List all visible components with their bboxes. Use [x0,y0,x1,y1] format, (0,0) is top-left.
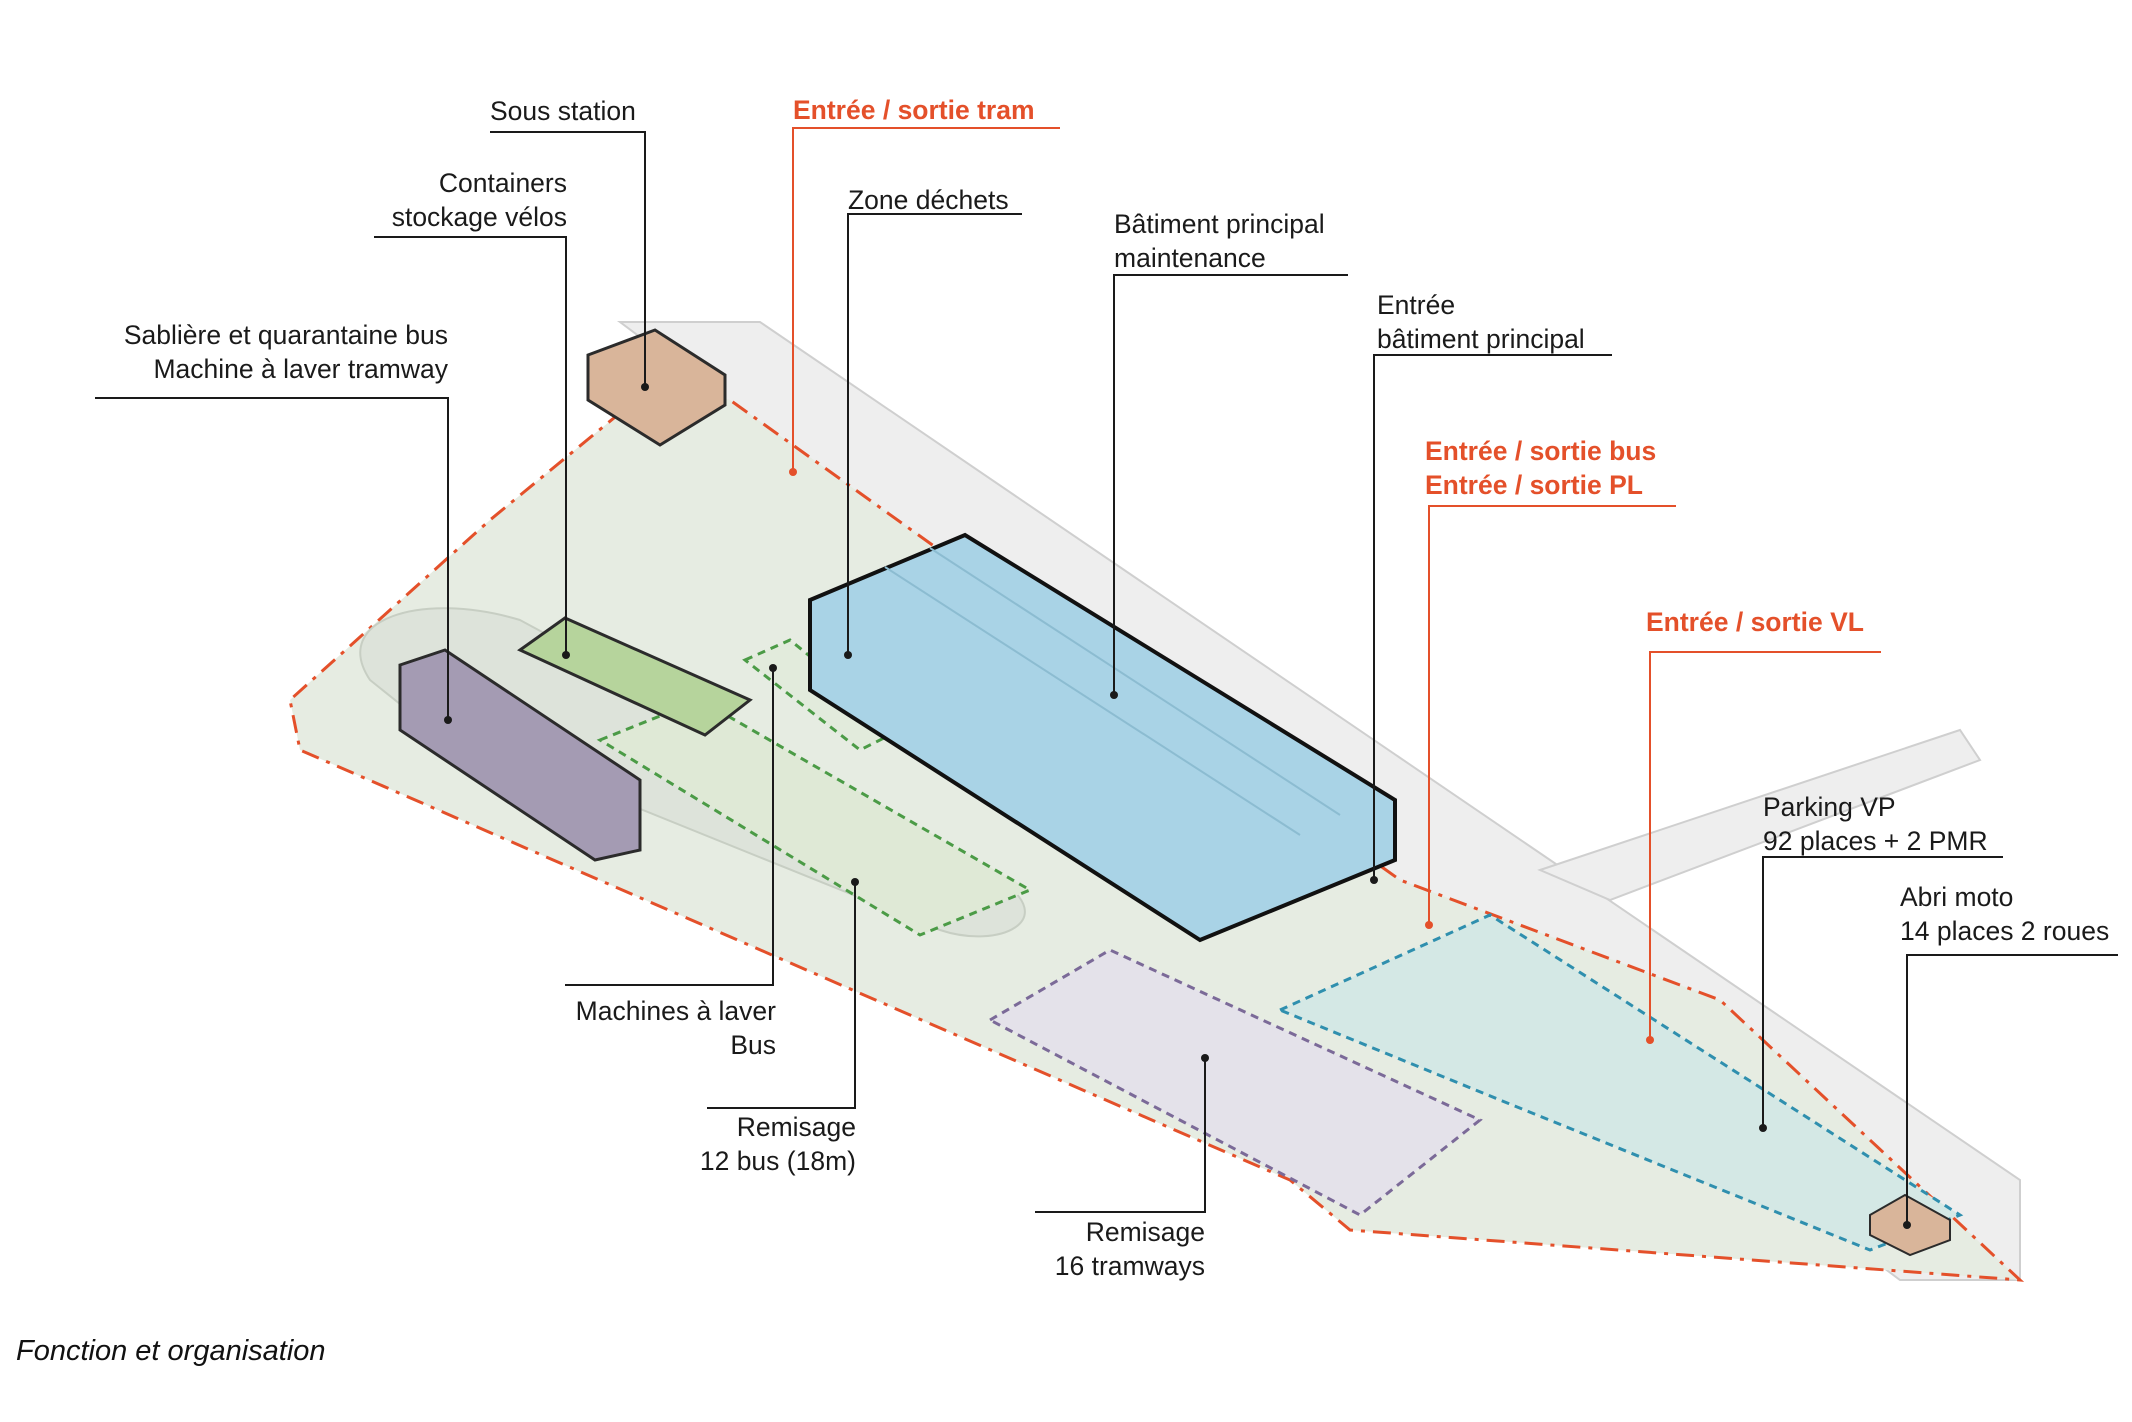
label-remisage-bus-line-1: Remisage [736,1112,856,1142]
leader-lines [95,131,2118,1225]
label-remisage-bus-line-2: 12 bus (18m) [699,1146,856,1176]
sand-quarantine-building [398,648,642,862]
dot-parking [1759,1124,1767,1132]
dot-entree-batiment [1370,876,1378,884]
leader-machines [565,668,774,986]
dot-remisage-tram [1201,1054,1209,1062]
dot-machines [769,664,777,672]
label-entree-batiment-line-2: bâtiment principal [1377,324,1585,354]
label-entree-batiment-line-1: Entrée [1377,290,1456,320]
dot-entree-bus [1425,921,1433,929]
access-leader-lines [792,127,1881,1040]
main-building-roof-ridge [884,566,1301,836]
dot-batiment [1110,691,1118,699]
leader-entree-tram [792,127,1060,472]
label-batiment-line-2: maintenance [1114,243,1266,273]
label-sous-station: Sous station [490,94,636,128]
label-abri-line-2: 14 places 2 roues [1900,916,2110,946]
figure-caption: Fonction et organisation [16,1335,326,1367]
label-abri-moto: Abri moto 14 places 2 roues [1900,880,2109,948]
label-sabliere-line-1: Sablière et quarantaine bus [123,320,448,350]
label-sabliere-line-2: Machine à laver tramway [153,354,448,384]
dot-sabliere [444,716,452,724]
label-entree-vl: Entrée / sortie VL [1646,605,1864,639]
leader-entree-vl [1649,651,1881,1040]
leader-sous-station [490,131,646,387]
label-entree-tram-line: Entrée / sortie tram [793,95,1035,125]
leader-containers [374,236,567,655]
label-abri-line-1: Abri moto [1900,882,2014,912]
label-remisage-tram: Remisage 16 tramways [1055,1215,1205,1283]
label-containers: Containers stockage vélos [392,166,567,234]
dot-remisage-bus [851,878,859,886]
leader-entree-bus [1428,505,1676,925]
bike-containers-building [517,616,753,737]
label-remisage-bus: Remisage 12 bus (18m) [700,1110,856,1178]
tram-depot-area [986,948,1483,1217]
label-entree-batiment: Entrée bâtiment principal [1377,288,1585,356]
label-entree-vl-line: Entrée / sortie VL [1646,607,1864,637]
label-remisage-tram-line-1: Remisage [1085,1217,1205,1247]
label-entree-bus-line-2: Entrée / sortie PL [1425,470,1643,500]
leader-remisage-tram [1035,1058,1206,1213]
label-parking: Parking VP 92 places + 2 PMR [1763,790,1988,858]
leader-abri [1906,954,2118,1225]
access-dots [789,468,1654,1044]
leader-batiment [1113,274,1348,695]
label-entree-bus: Entrée / sortie bus Entrée / sortie PL [1425,434,1656,502]
label-batiment-line-1: Bâtiment principal [1114,209,1325,239]
dot-sous-station [641,383,649,391]
main-building-roof-ridge [929,547,1341,816]
dot-abri [1903,1221,1911,1229]
dot-zone-dechets [844,651,852,659]
leader-sabliere [95,397,449,720]
label-parking-line-1: Parking VP [1763,792,1896,822]
parking-area [1276,913,1964,1252]
label-machines-line-1: Machines à laver [575,996,776,1026]
label-entree-tram: Entrée / sortie tram [793,93,1035,127]
label-containers-line-2: stockage vélos [391,202,567,232]
dot-entree-vl [1646,1036,1654,1044]
label-parking-line-2: 92 places + 2 PMR [1763,826,1988,856]
label-sabliere: Sablière et quarantaine bus Machine à la… [124,318,448,386]
label-remisage-tram-line-2: 16 tramways [1054,1251,1205,1281]
label-batiment-principal: Bâtiment principal maintenance [1114,207,1325,275]
label-zone-dechets: Zone déchets [848,183,1009,217]
dot-entree-tram [789,468,797,476]
label-machines-line-2: Bus [730,1030,776,1060]
label-machines-laver: Machines à laver Bus [576,994,776,1062]
leader-entree-batiment [1373,354,1612,880]
leader-dots [444,383,1911,1229]
label-entree-bus-line-1: Entrée / sortie bus [1425,436,1657,466]
dot-containers [562,651,570,659]
label-sous-station-line: Sous station [490,96,636,126]
label-containers-line-1: Containers [438,168,567,198]
leader-parking [1762,856,2003,1128]
leader-zone-dechets [847,213,1022,655]
main-maintenance-building [808,532,1397,943]
leader-remisage-bus [707,882,856,1109]
substation-building [586,328,727,447]
label-zone-dechets-line: Zone déchets [848,185,1009,215]
